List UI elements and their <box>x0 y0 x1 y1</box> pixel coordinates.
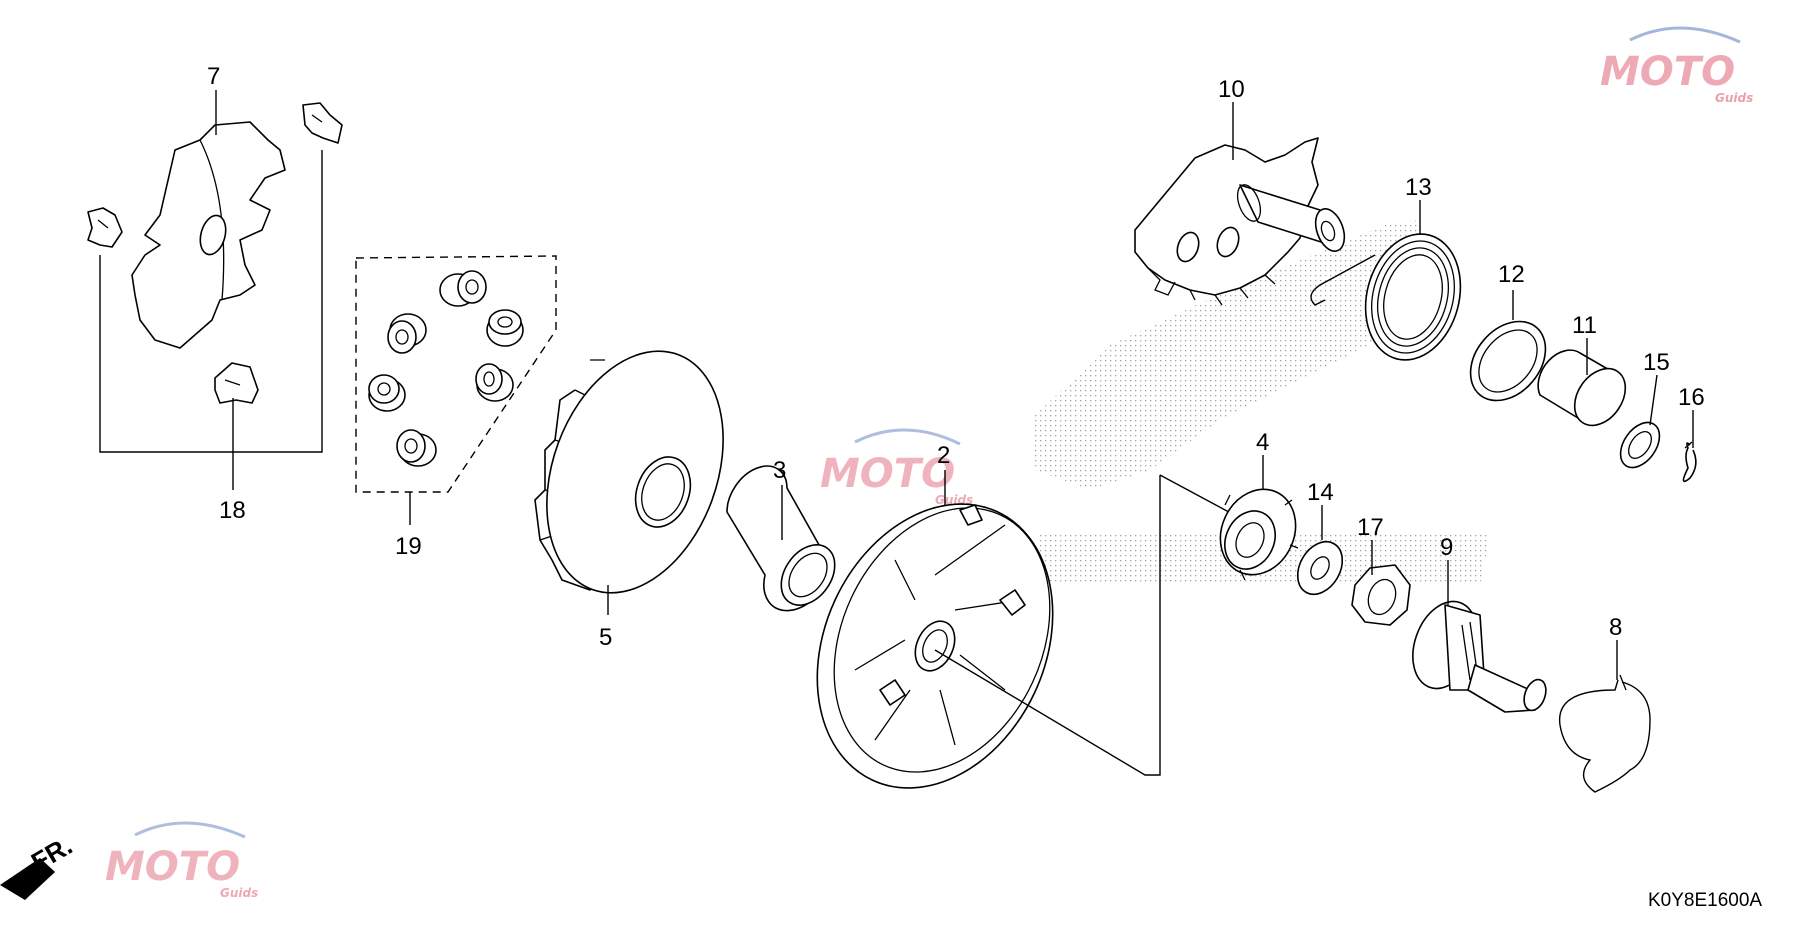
callout-18: 18 <box>219 497 246 524</box>
callout-labels: 7 18 19 5 3 2 10 13 12 11 15 16 4 14 17 … <box>207 63 1705 651</box>
callout-15: 15 <box>1643 349 1670 376</box>
callout-4: 4 <box>1256 429 1269 456</box>
callout-lines <box>215 90 1694 680</box>
watermark-logo-center: MOTO Guids <box>820 428 973 507</box>
watermark-logo-bottom-left: MOTO Guids <box>105 821 258 900</box>
callout-11: 11 <box>1572 312 1597 339</box>
callout-16: 16 <box>1678 384 1705 411</box>
watermark-logo-top-right: MOTO Guids <box>1600 26 1753 105</box>
callout-17: 17 <box>1357 514 1384 541</box>
callout-8: 8 <box>1609 614 1622 641</box>
hex-nut-part <box>1351 564 1411 626</box>
drive-pulley-face-part <box>534 350 724 594</box>
svg-text:Guids: Guids <box>220 886 258 900</box>
callout-2: 2 <box>937 442 950 469</box>
slider-clip-left <box>87 207 123 248</box>
circlip-part <box>1682 441 1697 483</box>
bracket-19 <box>355 255 557 493</box>
slider-clip-bottom <box>214 362 259 404</box>
callout-7: 7 <box>207 63 220 90</box>
slider-clip-top-right <box>302 102 343 144</box>
svg-text:Guids: Guids <box>1715 91 1753 105</box>
kick-driven-gear-part <box>1412 600 1547 713</box>
callout-12: 12 <box>1498 261 1525 288</box>
svg-text:MOTO: MOTO <box>1600 49 1735 95</box>
callout-5: 5 <box>599 624 612 651</box>
diagram-code: K0Y8E1600A <box>1648 890 1762 911</box>
ratchet-gear-part <box>1219 488 1299 581</box>
callout-9: 9 <box>1440 534 1453 561</box>
collar-part <box>726 465 836 612</box>
callout-10: 10 <box>1218 76 1245 103</box>
bracket-2-4 <box>934 475 1161 776</box>
small-washer-part <box>1619 421 1661 469</box>
svg-text:MOTO: MOTO <box>105 844 240 890</box>
bushing-part <box>1537 349 1627 427</box>
wire-clip-part <box>1558 674 1651 793</box>
drive-face-fan-part <box>816 503 1054 789</box>
weight-rollers-part <box>368 270 524 467</box>
callout-14: 14 <box>1307 479 1334 506</box>
washer-14-part <box>1296 540 1344 596</box>
bracket-2-4-top <box>1159 474 1241 519</box>
washer-ring-part <box>1469 320 1547 402</box>
ramp-plate-part <box>131 121 286 349</box>
bracket-18 <box>99 150 323 453</box>
kick-spring-part <box>1310 233 1462 361</box>
callout-19: 19 <box>395 533 422 560</box>
kick-starter-spindle-part <box>1134 137 1346 306</box>
front-arrow-icon: FR. <box>0 830 77 900</box>
callout-13: 13 <box>1405 174 1432 201</box>
callout-3: 3 <box>773 457 786 484</box>
svg-text:MOTO: MOTO <box>820 451 955 497</box>
